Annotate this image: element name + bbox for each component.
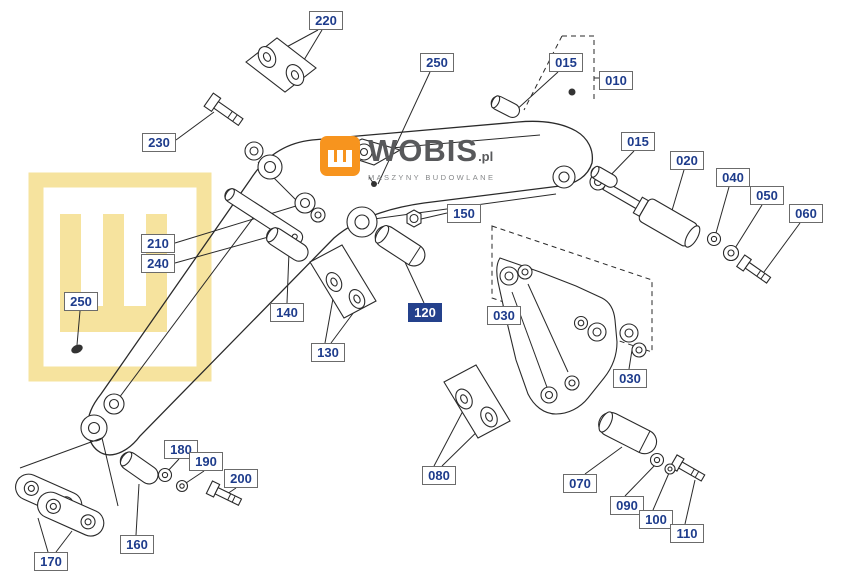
part-label-170[interactable]: 170 — [34, 552, 68, 571]
wobis-watermark-icon — [28, 172, 212, 382]
plug-250 — [71, 344, 83, 354]
bolt-200 — [205, 480, 243, 507]
washer-100 — [664, 463, 676, 475]
logo-brand: WOBIS — [368, 133, 479, 168]
pin-160 — [119, 451, 159, 485]
logo-tld: .pl — [478, 149, 494, 164]
washer-040 — [706, 231, 722, 247]
part-label-030-left[interactable]: 030 — [487, 306, 521, 325]
part-label-090[interactable]: 090 — [610, 496, 644, 515]
mount-bracket — [496, 257, 647, 415]
part-label-040[interactable]: 040 — [716, 168, 750, 187]
part-label-080[interactable]: 080 — [422, 466, 456, 485]
part-label-230[interactable]: 230 — [142, 133, 176, 152]
reference-dot — [568, 88, 576, 96]
washer-090 — [649, 452, 665, 468]
part-label-100[interactable]: 100 — [639, 510, 673, 529]
part-label-060[interactable]: 060 — [789, 204, 823, 223]
shim-plate-130 — [309, 244, 377, 319]
part-label-190[interactable]: 190 — [189, 452, 223, 471]
part-label-010[interactable]: 010 — [599, 71, 633, 90]
pin-140 — [265, 227, 309, 262]
part-label-030-right[interactable]: 030 — [613, 369, 647, 388]
part-label-160[interactable]: 160 — [120, 535, 154, 554]
boom-fill — [87, 121, 593, 455]
part-label-120-selected[interactable]: 120 — [408, 303, 442, 322]
pin-120 — [374, 224, 426, 267]
logo-tagline: MASZYNY BUDOWLANE — [368, 173, 496, 182]
pin-015-right — [590, 165, 618, 188]
wobis-logo: WOBIS.pl MASZYNY BUDOWLANE — [320, 133, 496, 182]
pin-070 — [598, 411, 658, 455]
part-label-020[interactable]: 020 — [670, 151, 704, 170]
shim-plate-080 — [443, 364, 511, 439]
link-plates — [15, 437, 119, 537]
part-label-015-top[interactable]: 015 — [549, 53, 583, 72]
washer-190 — [175, 479, 189, 493]
leader-lines — [37, 29, 801, 553]
part-label-240[interactable]: 240 — [141, 254, 175, 273]
part-label-140[interactable]: 140 — [270, 303, 304, 322]
part-label-110[interactable]: 110 — [670, 524, 704, 543]
bolt-060 — [735, 254, 772, 284]
washer-050 — [722, 244, 740, 262]
part-label-210[interactable]: 210 — [141, 234, 175, 253]
bolt-230 — [203, 92, 244, 127]
wobis-mark-icon — [320, 136, 360, 176]
shim-plate-220 — [245, 37, 317, 93]
washer-180 — [157, 467, 173, 483]
part-label-070[interactable]: 070 — [563, 474, 597, 493]
part-label-250-top[interactable]: 250 — [420, 53, 454, 72]
part-label-200[interactable]: 200 — [224, 469, 258, 488]
boom-weldment — [80, 120, 594, 456]
part-label-220[interactable]: 220 — [309, 11, 343, 30]
part-label-250-left[interactable]: 250 — [64, 292, 98, 311]
part-label-015-right[interactable]: 015 — [621, 132, 655, 151]
part-label-150[interactable]: 150 — [447, 204, 481, 223]
nut-150 — [406, 209, 422, 228]
part-label-050[interactable]: 050 — [750, 186, 784, 205]
part-label-130[interactable]: 130 — [311, 343, 345, 362]
pin-015-top — [490, 95, 521, 118]
